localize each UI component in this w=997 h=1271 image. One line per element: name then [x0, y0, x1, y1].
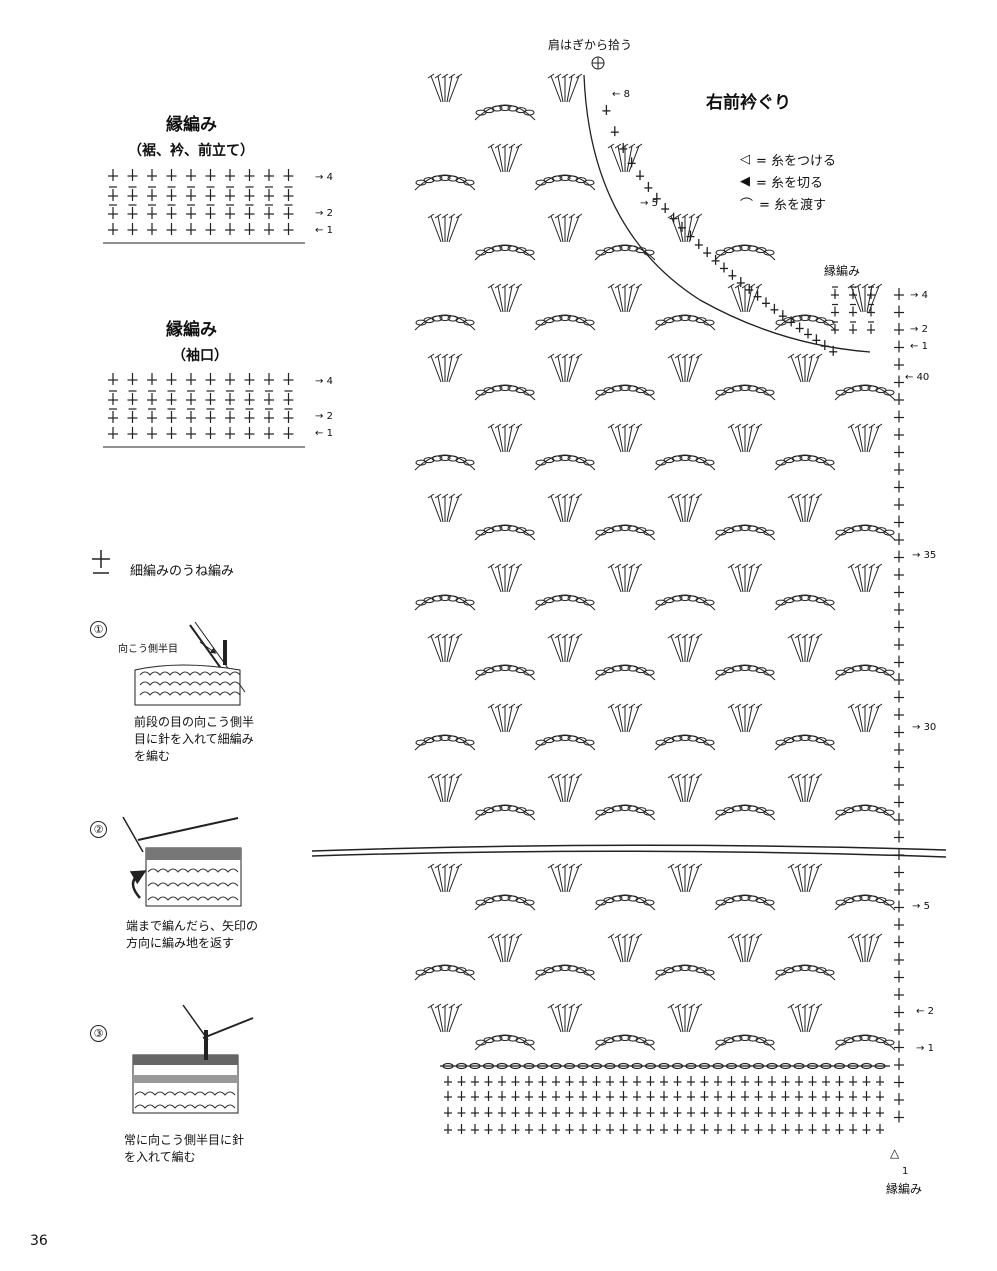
- single-crochet-back-loop-symbol: [92, 550, 110, 574]
- bottom-arrow-num: 1: [902, 1166, 909, 1177]
- shoulder-label: 肩はぎから拾う: [548, 38, 633, 52]
- step-1-illustration: [134, 621, 246, 706]
- step-2-number: ②: [90, 818, 107, 838]
- side-row-1: → 1: [916, 1043, 934, 1054]
- side-row-30: → 30: [912, 722, 937, 733]
- edging-1-row-4: → 4: [315, 172, 333, 183]
- side-row-40: ← 40: [905, 372, 930, 383]
- edging-subtitle-1: （裾、衿、前立て）: [128, 143, 254, 159]
- attach-thread-icon: △: [890, 1146, 900, 1160]
- edging-1-row-1: ← 1: [315, 225, 333, 236]
- edging-label-top: 縁編み: [824, 264, 861, 278]
- step-2-illustration: [122, 816, 242, 907]
- side-row-2: ← 2: [916, 1006, 934, 1017]
- edging-2-row-4: → 4: [315, 376, 333, 387]
- legend-cut: ◀= 糸を切る: [740, 173, 824, 191]
- step-3-caption: 常に向こう側半目に針を入れて編む: [124, 1133, 245, 1164]
- chart-legend: ◁= 糸をつける ◀= 糸を切る ⌒= 糸を渡す: [740, 148, 836, 214]
- break-line-top: [311, 844, 947, 852]
- neck-row-5: → 5: [640, 198, 658, 209]
- edging-chart-2: [103, 373, 305, 448]
- step-2-caption: 端まで編んだら、矢印の方向に編み地を返す: [126, 919, 259, 950]
- neck-row-8: ← 8: [612, 89, 630, 100]
- step-1-number: ①: [90, 618, 107, 638]
- side-row-35: → 35: [912, 550, 937, 561]
- step-1-caption: 前段の目の向こう側半目に針を入れて細編みを編む: [134, 715, 255, 763]
- legend-attach: ◁= 糸をつける: [740, 151, 837, 169]
- step-3-number: ③: [90, 1022, 107, 1042]
- break-line-bottom: [311, 850, 947, 858]
- step-3-illustration: [132, 1004, 254, 1114]
- page-number: 36: [30, 1233, 48, 1249]
- edging-subtitle-2: （袖口）: [172, 348, 228, 364]
- ridge-legend-text: 細編みのうね編み: [130, 564, 235, 579]
- edging-2-row-2: → 2: [315, 411, 333, 422]
- edging-chart-1: [103, 169, 305, 244]
- step-1-label: 向こう側半目: [118, 644, 178, 655]
- edging-1-row-2: → 2: [315, 208, 333, 219]
- edging-2-row-1: ← 1: [315, 428, 333, 439]
- edge-row-2: → 2: [910, 324, 928, 335]
- edging-title-1: 縁編み: [166, 115, 217, 135]
- side-row-5: → 5: [912, 901, 930, 912]
- edge-row-1: ← 1: [910, 341, 928, 352]
- edge-row-4: → 4: [910, 290, 928, 301]
- edging-label-bottom: 縁編み: [886, 1182, 923, 1196]
- legend-carry: ⌒= 糸を渡す: [740, 197, 827, 213]
- chart-title: 右前衿ぐり: [706, 93, 791, 113]
- edging-title-2: 縁編み: [166, 320, 217, 340]
